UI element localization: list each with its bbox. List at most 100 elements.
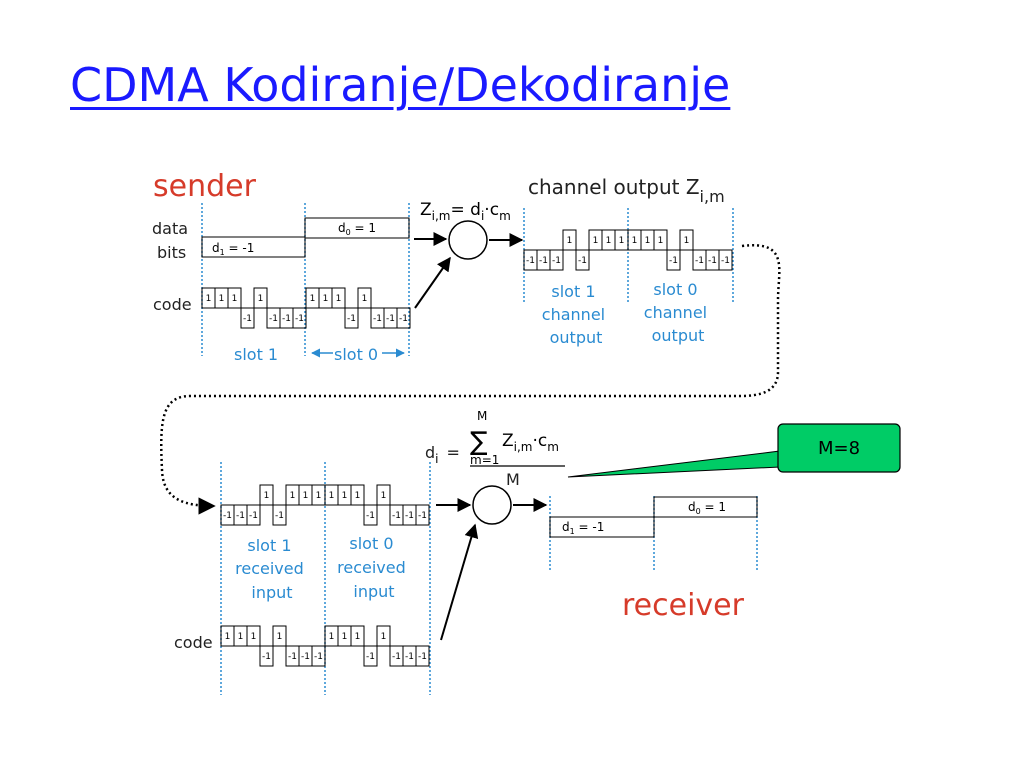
chip-value: 1 bbox=[619, 236, 625, 246]
encode-equation: Zi,m= di·cm bbox=[420, 200, 511, 223]
data-bits-label-line2: bits bbox=[157, 243, 186, 262]
chip-value: -1 bbox=[249, 511, 258, 521]
sender-label: sender bbox=[153, 169, 257, 204]
chip-value: 1 bbox=[329, 491, 335, 501]
chip-value: -1 bbox=[708, 256, 717, 266]
chip-value: 1 bbox=[355, 491, 361, 501]
decode-sum-symbol: ∑ bbox=[470, 427, 488, 457]
chip-value: -1 bbox=[392, 652, 401, 662]
chip-value: 1 bbox=[258, 294, 264, 304]
chip-value: -1 bbox=[373, 314, 382, 324]
chip-value: 1 bbox=[219, 294, 225, 304]
chip-value: -1 bbox=[262, 652, 271, 662]
chip-value: 1 bbox=[323, 294, 329, 304]
decoded-bit-d0 bbox=[653, 496, 758, 518]
code-to-multiplier-arrow bbox=[414, 256, 451, 309]
chip-value: 1 bbox=[251, 632, 257, 642]
sender-code-label: code bbox=[153, 295, 192, 314]
chip-value: -1 bbox=[223, 511, 232, 521]
decoded-d1-label: d1 = -1 bbox=[562, 520, 604, 536]
chip-value: 1 bbox=[206, 294, 212, 304]
decode-sum-upper: M bbox=[477, 409, 487, 423]
chip-value: -1 bbox=[295, 314, 304, 324]
chip-value: -1 bbox=[386, 314, 395, 324]
chip-value: -1 bbox=[314, 652, 323, 662]
chip-value: 1 bbox=[277, 632, 283, 642]
chip-value: 1 bbox=[355, 632, 361, 642]
chip-value: 1 bbox=[238, 632, 244, 642]
chip-value: 1 bbox=[593, 236, 599, 246]
decode-sum-term: Zi,m·cm bbox=[502, 431, 559, 454]
m-callout bbox=[777, 423, 901, 473]
chip-value: -1 bbox=[243, 314, 252, 324]
chip-value: -1 bbox=[695, 256, 704, 266]
decode-denominator: M bbox=[506, 470, 520, 489]
callout-pointer bbox=[567, 450, 781, 478]
sender-data-bit-d0 bbox=[304, 217, 410, 239]
sender-d1-label: d1 = -1 bbox=[212, 241, 254, 257]
decode-equation-lhs: di= bbox=[425, 443, 460, 466]
encoder-multiplier bbox=[448, 220, 488, 260]
slide-title: CDMA Kodiranje/Dekodiranje bbox=[70, 58, 731, 112]
chip-value: -1 bbox=[269, 314, 278, 324]
chip-value: 1 bbox=[342, 632, 348, 642]
chip-value: 1 bbox=[606, 236, 612, 246]
m-callout-label: M=8 bbox=[818, 438, 860, 459]
chip-value: -1 bbox=[669, 256, 678, 266]
sender-data-bit-d1 bbox=[201, 236, 306, 258]
channel-path bbox=[160, 243, 781, 515]
chip-value: -1 bbox=[526, 256, 535, 266]
chip-value: 1 bbox=[362, 294, 368, 304]
chip-value: -1 bbox=[392, 511, 401, 521]
chip-value: -1 bbox=[418, 652, 427, 662]
chip-value: 1 bbox=[645, 236, 651, 246]
chip-value: -1 bbox=[236, 511, 245, 521]
chip-value: -1 bbox=[275, 511, 284, 521]
receiver-label: receiver bbox=[622, 588, 745, 623]
chip-value: 1 bbox=[290, 491, 296, 501]
decoded-bit-d1 bbox=[549, 516, 655, 538]
chip-value: -1 bbox=[366, 511, 375, 521]
chip-value: 1 bbox=[381, 632, 387, 642]
data-bits-label-line1: data bbox=[152, 219, 188, 238]
chip-value: -1 bbox=[399, 314, 408, 324]
chip-value: -1 bbox=[366, 652, 375, 662]
chip-value: -1 bbox=[578, 256, 587, 266]
chip-value: 1 bbox=[225, 632, 231, 642]
chip-value: 1 bbox=[329, 632, 335, 642]
sender-d0-label: d0 = 1 bbox=[338, 221, 376, 237]
chip-value: -1 bbox=[301, 652, 310, 662]
decoder-multiplier bbox=[472, 485, 512, 525]
decode-sum-lower: m=1 bbox=[470, 453, 499, 467]
code-to-decoder-arrow bbox=[440, 523, 479, 641]
chip-value: -1 bbox=[721, 256, 730, 266]
chip-value: -1 bbox=[288, 652, 297, 662]
chip-value: -1 bbox=[552, 256, 561, 266]
chip-value: -1 bbox=[539, 256, 548, 266]
decoded-d0-label: d0 = 1 bbox=[688, 500, 726, 516]
chip-value: 1 bbox=[381, 491, 387, 501]
chip-value: -1 bbox=[282, 314, 291, 324]
chip-value: -1 bbox=[347, 314, 356, 324]
chip-value: -1 bbox=[418, 511, 427, 521]
receiver-code-label: code bbox=[174, 633, 213, 652]
channel-slot1-label: slot 1 channel output bbox=[542, 282, 610, 347]
chip-value: 1 bbox=[316, 491, 322, 501]
chip-value: -1 bbox=[405, 652, 414, 662]
received-slot0-label: slot 0 received input bbox=[337, 534, 411, 601]
chip-value: 1 bbox=[303, 491, 309, 501]
chip-value: 1 bbox=[567, 236, 573, 246]
channel-output-label: channel output Zi,m bbox=[528, 175, 725, 206]
sender-slot1-label: slot 1 bbox=[234, 345, 278, 364]
sender-slot0-label: slot 0 bbox=[334, 345, 378, 364]
chip-value: 1 bbox=[310, 294, 316, 304]
chip-value: 1 bbox=[336, 294, 342, 304]
received-slot1-label: slot 1 received input bbox=[235, 536, 309, 602]
chip-value: 1 bbox=[264, 491, 270, 501]
chip-value: 1 bbox=[232, 294, 238, 304]
chip-value: -1 bbox=[405, 511, 414, 521]
